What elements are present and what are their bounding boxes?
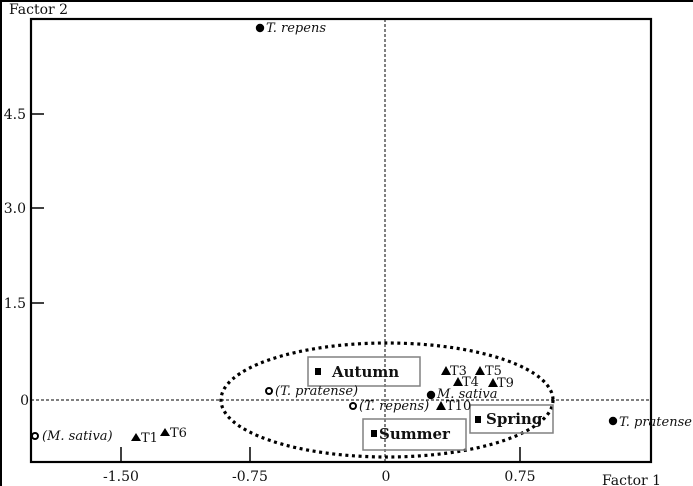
filled-circle-marker bbox=[608, 416, 618, 426]
x-axis-title: Factor 1 bbox=[602, 473, 661, 486]
triangle-marker bbox=[441, 366, 451, 375]
filled-circle-marker bbox=[426, 390, 436, 400]
season-label: Autumn bbox=[331, 363, 399, 381]
season-label: Summer bbox=[379, 425, 451, 443]
open-circle-marker bbox=[349, 402, 357, 410]
y-tick-label: 4.5 bbox=[4, 107, 26, 123]
season-spring: Spring bbox=[469, 404, 554, 434]
point-label: T. repens bbox=[266, 21, 326, 36]
y-axis: 4.5 3.0 1.5 0 Factor 2 bbox=[4, 2, 68, 409]
point-label: T1 bbox=[141, 431, 158, 446]
x-tick-label: 0 bbox=[382, 469, 391, 485]
point-label: T9 bbox=[497, 376, 514, 391]
open-circle-marker bbox=[265, 387, 273, 395]
cluster-ellipse bbox=[219, 341, 555, 459]
point-label: T4 bbox=[462, 375, 479, 390]
treatment-points: T1 T6 T3 T5 T4 T9 T10 bbox=[131, 364, 514, 446]
point-label: T5 bbox=[485, 364, 502, 379]
square-marker bbox=[371, 430, 377, 437]
triangle-marker bbox=[160, 428, 170, 436]
y-axis-title: Factor 2 bbox=[9, 2, 68, 18]
season-box bbox=[307, 356, 421, 387]
triangle-marker bbox=[488, 378, 498, 387]
x-tick-label: -1.50 bbox=[103, 469, 139, 485]
x-tick-label: -0.75 bbox=[232, 469, 268, 485]
filled-circle-marker bbox=[255, 23, 265, 33]
y-tick-label: 0 bbox=[20, 393, 29, 409]
square-marker bbox=[315, 368, 321, 375]
point-label: M. sativa bbox=[436, 387, 497, 402]
season-box bbox=[362, 418, 467, 451]
point-label: T6 bbox=[170, 426, 187, 441]
triangle-marker bbox=[436, 401, 446, 410]
supplementary-species-points: (M. sativa) (T. pratense) (T. repens) bbox=[31, 384, 429, 444]
point-label: (M. sativa) bbox=[42, 429, 113, 444]
point-label: (T. pratense) bbox=[275, 384, 358, 399]
y-tick-label: 3.0 bbox=[4, 201, 26, 217]
x-tick-label: 0.75 bbox=[504, 469, 535, 485]
season-label: Spring bbox=[486, 410, 543, 428]
y-tick-label: 1.5 bbox=[4, 296, 26, 312]
species-points: T. repens M. sativa T. pratense bbox=[255, 21, 692, 430]
triangle-marker bbox=[131, 433, 141, 441]
triangle-marker bbox=[475, 366, 485, 375]
point-label: T10 bbox=[446, 399, 471, 414]
point-label: (T. repens) bbox=[359, 399, 429, 414]
x-axis: -1.50 -0.75 0 0.75 Factor 1 bbox=[103, 447, 661, 486]
point-label: T3 bbox=[450, 364, 467, 379]
open-circle-marker bbox=[31, 432, 39, 440]
season-box bbox=[469, 404, 554, 434]
square-marker bbox=[475, 416, 481, 423]
season-summer: Summer bbox=[362, 418, 467, 451]
plot-frame bbox=[29, 17, 653, 464]
point-label: T. pratense bbox=[619, 415, 692, 430]
season-autumn: Autumn bbox=[307, 356, 421, 387]
triangle-marker bbox=[453, 377, 463, 386]
